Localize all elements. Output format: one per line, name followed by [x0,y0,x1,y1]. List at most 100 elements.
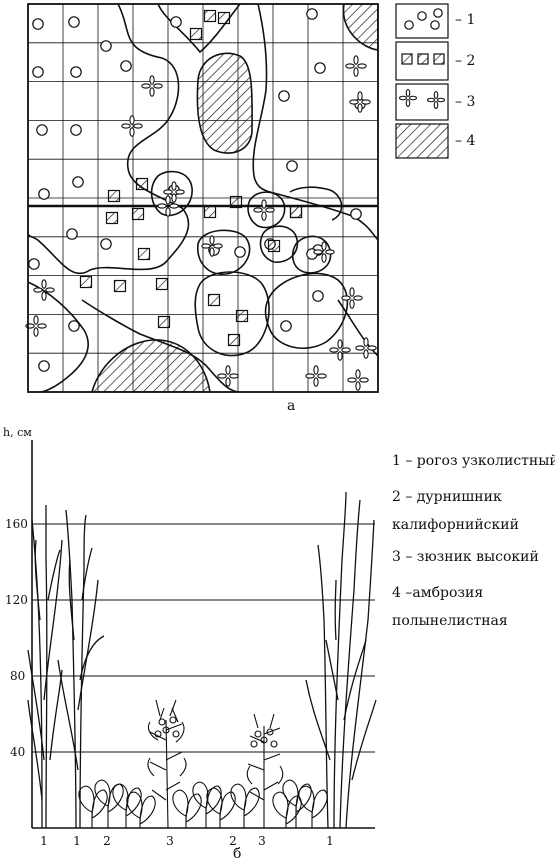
cocklebur-square-symbol [189,27,203,41]
cocklebur-square-symbol [107,189,121,203]
boundary-line-bottom-center [81,299,241,392]
cocklebur-square-symbol [267,239,281,253]
blob-8 [289,186,343,221]
ragwort-cross-symbol [426,90,446,110]
y-tick-120: 120 [5,593,28,607]
low-leaf-symbol [172,789,202,828]
ragweed-area-bottom [91,339,211,392]
grass-circle-symbol [66,228,78,240]
map-boundaries [28,4,378,392]
cocklebur-square-symbol [157,315,171,329]
ragwort-cross-symbol [305,365,327,387]
grass-circle-symbol [170,16,182,28]
grass-circle-symbol [234,246,246,258]
grass-circle-symbol [70,124,82,136]
ragwort-cross-symbol [398,88,418,108]
blob-3 [247,191,286,229]
ragwort-cross-symbol [347,369,369,391]
cattail-plants [27,491,377,829]
legend-label-2: – 2 [455,53,476,69]
grass-circle-symbol [32,66,44,78]
grass-circle-symbol [100,238,112,250]
map-frame [27,3,379,393]
grass-circle-symbol [306,8,318,20]
grass-circle-symbol [314,62,326,74]
x-label: 2 [229,834,237,848]
grass-circle-symbol [280,320,292,332]
panel-b-label: б [233,846,241,862]
cocklebur-square-symbol [137,247,151,261]
vegetation-map [25,3,379,393]
species-legend-1: 1 – рогоз узколистный [392,453,555,469]
cocklebur-square-symbol [235,309,249,323]
tall-weed-plants [147,699,284,829]
ragwort-cross-symbol [201,235,223,257]
blob-5 [291,235,332,274]
legend-label-3: – 3 [455,94,476,110]
grass-circle-symbol [28,258,40,270]
low-leaf-symbol [298,785,328,828]
grass-circle-symbol [312,290,324,302]
ragwort-cross-symbol [163,181,185,203]
panel-a-label: а [287,398,295,414]
x-label: 1 [40,834,48,848]
cocklebur-square-symbol [207,293,221,307]
y-tick-80: 80 [10,669,25,683]
grass-circle-symbol [278,90,290,102]
species-legend-2b: калифорнийский [392,517,519,533]
x-label: 3 [258,834,266,848]
ragwort-cross-symbol [121,115,143,137]
ragwort-cross-symbol [349,91,371,113]
ragwort-cross-symbol [157,195,179,217]
cocklebur-square-symbol [289,205,303,219]
cocklebur-square-symbol [113,279,127,293]
y-tick-40: 40 [10,745,25,759]
legend-label-1: – 1 [455,12,476,28]
map-legend [395,3,449,159]
cocklebur-square-symbol [203,9,217,23]
ragwort-cross-symbol [341,287,363,309]
ragwort-cross-symbol [355,337,377,359]
legend-box-4 [395,123,449,159]
grass-circle-symbol [70,66,82,78]
cocklebur-square-symbol [227,333,241,347]
x-label: 1 [73,834,81,848]
y-tick-160: 160 [5,517,28,531]
ragwort-cross-symbol [345,55,367,77]
grass-circle-symbol [350,208,362,220]
ragweed-area-center [196,52,253,154]
legend-label-4: – 4 [455,133,476,149]
blob-7 [264,272,349,350]
plant-profile-chart: 160 120 80 40 h, см [3,426,377,848]
blob-2 [197,229,251,275]
low-leaf-symbol [78,785,108,828]
low-leaf-symbol [112,783,142,828]
blob-1 [150,170,193,217]
grass-circle-symbol [32,18,44,30]
boundary-line-bottom-left [28,281,89,392]
boundary-line-bottom-right [337,299,378,357]
species-legend-3: 3 – зюзник высокий [392,549,539,565]
cocklebur-square-symbol [229,195,243,209]
low-leaf-symbol [126,791,156,828]
grass-circle-symbol [68,16,80,28]
grass-circle-symbol [68,320,80,332]
cocklebur-square-symbol [135,177,149,191]
low-leaf-symbol [206,787,236,828]
grass-circle-symbol [120,60,132,72]
species-legend-4: 4 –амброзия [392,585,484,601]
low-leaf-plants [78,779,328,828]
grass-circle-symbol [38,188,50,200]
grass-circle-symbol [72,176,84,188]
low-leaf-symbol [282,779,312,828]
ragwort-cross-symbol [253,199,275,221]
ragwort-cross-symbol [33,279,55,301]
low-leaf-symbol [272,791,302,828]
species-legend-4b: полынелистная [392,613,508,629]
ragwort-cross-symbol [217,365,239,387]
grass-circle-symbol [286,160,298,172]
blob-6 [194,271,270,357]
low-leaf-symbol [230,783,260,828]
cocklebur-square-symbol [105,211,119,225]
tall-weed-center [147,699,187,829]
